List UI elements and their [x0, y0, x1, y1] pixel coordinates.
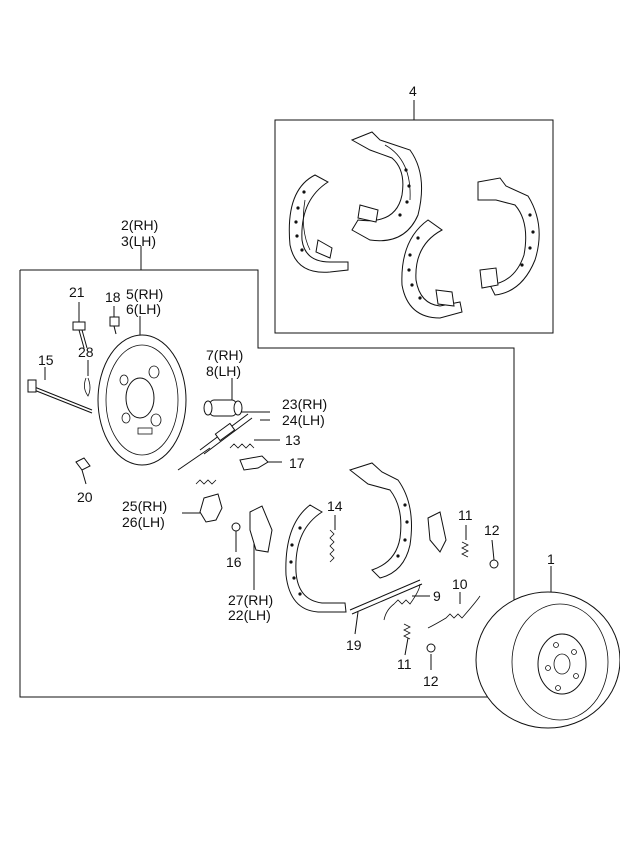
callout-12-upper: 12 — [484, 522, 500, 538]
callout-4: 4 — [409, 83, 417, 99]
shoe-return-spring — [427, 595, 481, 629]
assembled-shoes — [285, 462, 412, 613]
callout-24: 24(LH) — [282, 412, 325, 428]
mounting-bolt — [72, 321, 88, 349]
backing-plate-frame — [19, 269, 515, 698]
brake-shoe-top-middle — [350, 131, 423, 242]
callout-13: 13 — [285, 432, 301, 448]
callout-17: 17 — [289, 455, 305, 471]
brake-shoe-kit — [288, 131, 540, 319]
brake-shoe-right — [477, 177, 540, 296]
callout-3: 3(LH) — [121, 233, 156, 249]
backing-plate — [97, 334, 187, 466]
retaining-clip — [84, 377, 91, 397]
hold-down-spring-lower — [403, 623, 411, 640]
brake-shoe-top-left — [288, 174, 349, 273]
callout-7: 7(RH) — [206, 347, 243, 363]
adjuster-lever — [239, 455, 269, 471]
callout-12-lower: 12 — [423, 673, 439, 689]
callout-8: 8(LH) — [206, 363, 241, 379]
callout-23: 23(RH) — [282, 396, 327, 412]
return-spring-upper — [329, 529, 335, 563]
rubber-plug — [75, 457, 91, 471]
callout-labels: 1 2(RH) 3(LH) 4 5(RH) 6(LH) 7(RH) 8(LH) … — [38, 83, 555, 689]
callout-9: 9 — [433, 588, 441, 604]
callout-11-upper: 11 — [458, 507, 473, 523]
adjuster-return-spring — [383, 583, 421, 621]
callout-27: 27(RH) — [228, 592, 273, 608]
callout-11-lower: 11 — [397, 656, 412, 672]
adjuster-spring — [229, 443, 255, 449]
retainer-cap-upper — [489, 559, 499, 569]
hold-down-spring-upper — [461, 541, 469, 558]
callout-28: 28 — [78, 344, 94, 360]
parking-strut — [349, 579, 423, 615]
callout-19: 19 — [346, 637, 362, 653]
long-bolt — [27, 379, 93, 414]
callout-6: 6(LH) — [126, 301, 161, 317]
callout-2: 2(RH) — [121, 217, 158, 233]
brake-drum — [475, 591, 620, 729]
washer — [231, 522, 241, 532]
brake-shoe-bottom-middle — [401, 219, 463, 319]
callout-5: 5(RH) — [126, 286, 163, 302]
right-side-lever — [427, 511, 447, 553]
callout-26: 26(LH) — [122, 514, 165, 530]
callout-15: 15 — [38, 352, 54, 368]
callout-10: 10 — [452, 576, 468, 592]
shoe-plate — [249, 505, 273, 553]
callout-18: 18 — [105, 289, 121, 305]
callout-22: 22(LH) — [228, 607, 271, 623]
callout-16: 16 — [226, 554, 242, 570]
callout-1: 1 — [547, 551, 555, 567]
lower-strut — [177, 447, 217, 485]
parking-brake-lever — [199, 493, 223, 523]
bleeder-fitting — [109, 316, 120, 335]
callout-21: 21 — [69, 284, 85, 300]
retainer-cap-lower — [426, 643, 436, 653]
wheel-cylinder — [203, 399, 243, 417]
callout-25: 25(RH) — [122, 498, 167, 514]
adjuster-assembly — [199, 413, 253, 455]
callout-20: 20 — [77, 489, 93, 505]
callout-14: 14 — [327, 498, 343, 514]
